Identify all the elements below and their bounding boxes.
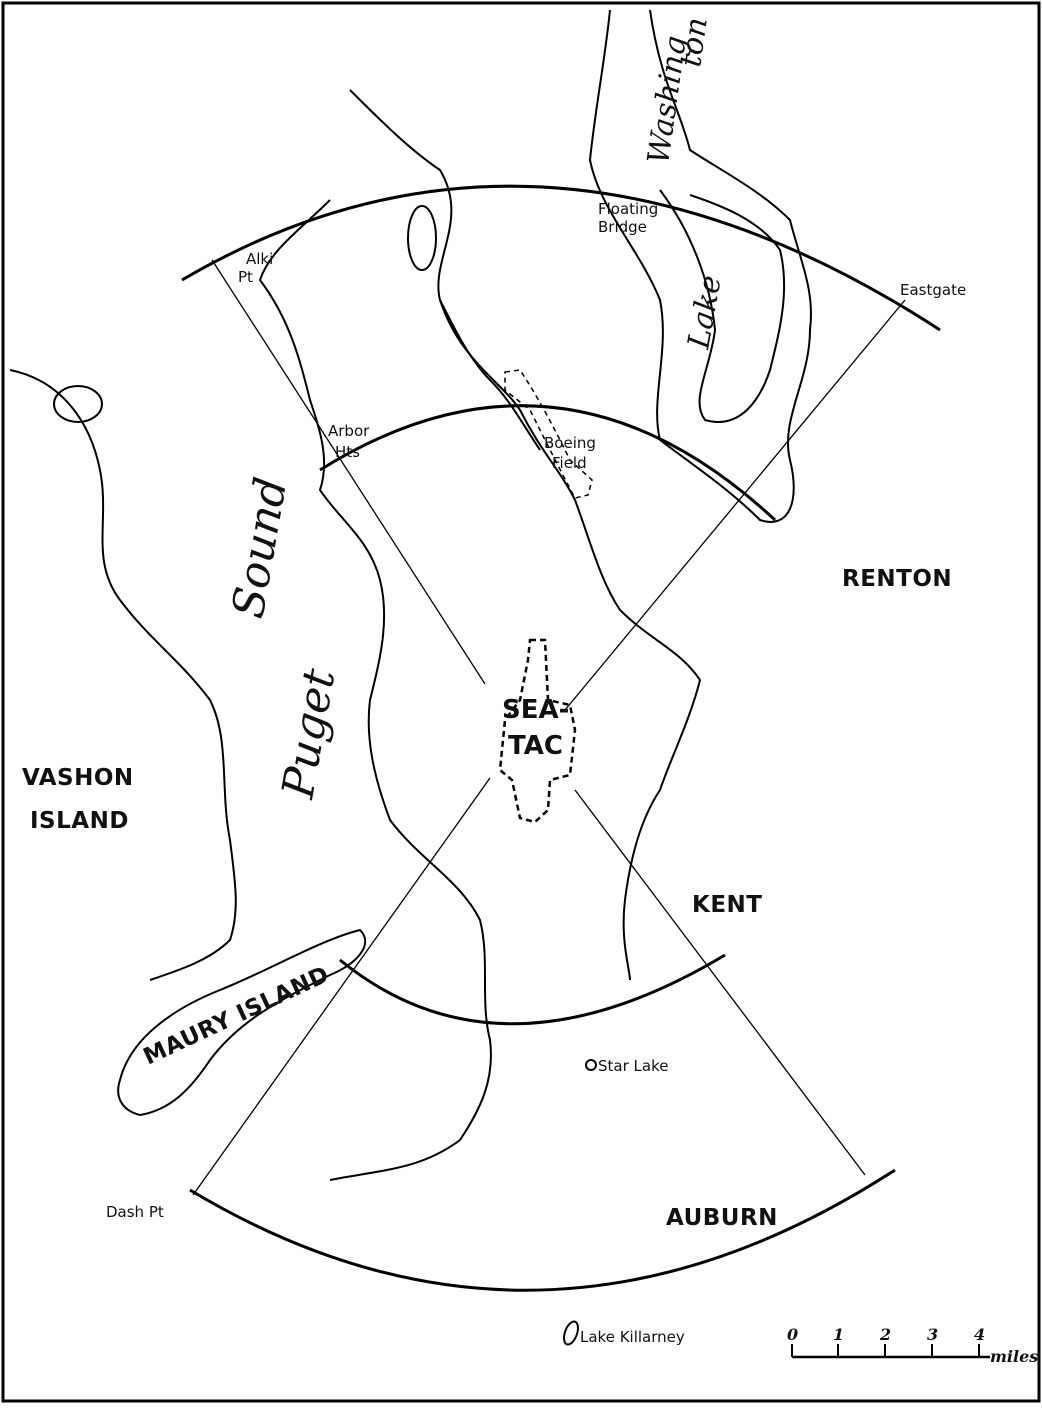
range-arc-north-outer — [181, 184, 941, 332]
label-auburn: AUBURN — [666, 1205, 778, 1231]
shoreline-maury — [117, 928, 367, 1117]
range-arc-north-inner — [319, 404, 777, 522]
label-vashon: VASHON — [22, 765, 134, 791]
label-island: ISLAND — [30, 808, 129, 834]
label-arbor-hts: Hts — [335, 443, 360, 461]
scale-tick-3: 3 — [927, 1325, 938, 1344]
label-bridge: Bridge — [598, 218, 647, 236]
lake-vashon — [53, 385, 103, 423]
scale-tick-1: 1 — [833, 1325, 844, 1344]
star-lake-symbol — [585, 1059, 597, 1071]
label-boeing: Boeing — [544, 434, 596, 452]
label-seatac-1: SEA- — [502, 695, 569, 725]
boeing-field-boundary — [504, 369, 593, 499]
shoreline-seattle-west — [258, 199, 492, 1181]
label-lake: Lake — [681, 273, 728, 353]
label-seatac-2: TAC — [508, 731, 563, 761]
label-lake-killarney: Lake Killarney — [580, 1328, 685, 1346]
shoreline-vashon — [9, 369, 237, 981]
lake-killarney-symbol — [563, 1320, 579, 1346]
label-alki: Alki — [246, 250, 273, 268]
scale-tick-4: 4 — [974, 1325, 985, 1344]
scale-bar: 0 1 2 3 4 miles — [787, 1325, 1038, 1366]
label-floating: Floating — [598, 200, 658, 218]
label-kent: KENT — [692, 892, 762, 918]
label-renton: RENTON — [842, 566, 952, 592]
shoreline-puget-east — [349, 89, 702, 981]
label-eastgate: Eastgate — [900, 281, 966, 299]
shoreline-lake-washington-inner — [659, 189, 786, 423]
label-ton: ton — [673, 15, 715, 69]
scale-tick-0: 0 — [787, 1325, 798, 1344]
label-puget: Puget — [272, 665, 345, 803]
label-alki-pt: Pt — [238, 268, 253, 286]
label-arbor: Arbor — [328, 422, 370, 440]
scale-tick-2: 2 — [879, 1325, 891, 1344]
scale-unit: miles — [990, 1347, 1038, 1366]
label-dash-pt: Dash Pt — [106, 1203, 164, 1221]
shoreline-lake-washington — [588, 9, 812, 523]
radial-line-nw — [211, 259, 486, 685]
radial-line-ne — [564, 299, 906, 711]
river-duwamish — [439, 299, 541, 451]
label-sound: Sound — [223, 474, 298, 622]
range-arc-south-outer — [189, 1168, 896, 1292]
radial-line-se — [574, 789, 866, 1176]
label-star-lake: Star Lake — [598, 1057, 668, 1075]
label-boeing-field: Field — [552, 454, 587, 472]
lake-small-north — [407, 205, 437, 271]
radial-line-sw — [192, 777, 491, 1196]
range-arc-south-inner — [339, 953, 726, 1026]
